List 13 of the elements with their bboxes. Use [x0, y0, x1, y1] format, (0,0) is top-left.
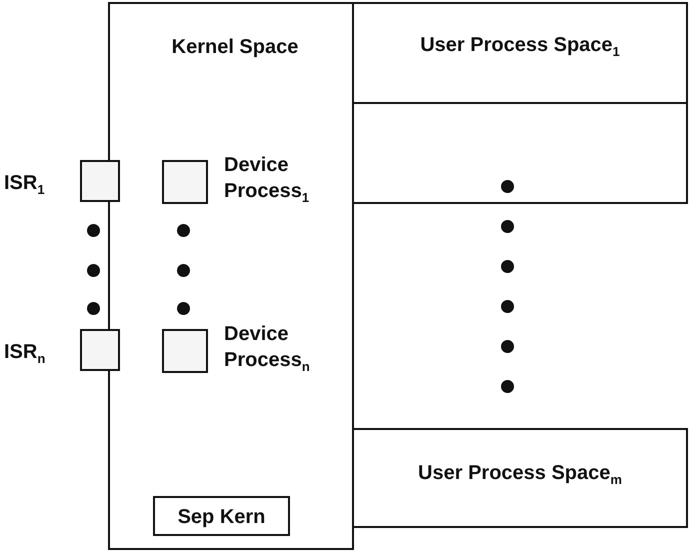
label-text: ISR$_{1}$: [4, 171, 46, 199]
region-box: [352, 102, 688, 204]
label-text: ISR$_{n}$: [4, 340, 46, 368]
region-box: [352, 2, 688, 104]
heading-text: Kernel Space: [170, 35, 300, 60]
heading-text: User Process Space$_{m}$: [417, 461, 623, 489]
heading-text: User Process Space$_{1}$: [419, 33, 621, 61]
region-box: [352, 428, 688, 528]
module-box: [153, 496, 290, 536]
label-text: Device Process$_{n}$: [224, 322, 311, 376]
label-text: Device Process$_{1}$: [224, 153, 310, 207]
heading-text: Sep Kern: [176, 505, 266, 530]
region-box: [108, 2, 354, 550]
